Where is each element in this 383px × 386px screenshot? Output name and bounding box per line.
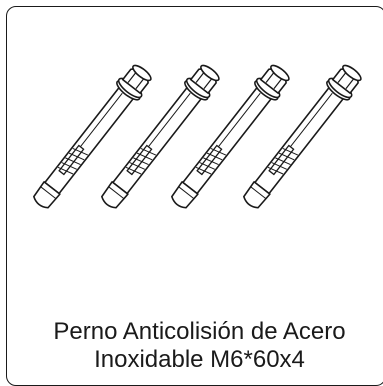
product-caption-line1: Perno Anticolisión de Acero [53,318,346,345]
bolt-1 [27,60,157,214]
bolt-2 [95,60,225,214]
product-caption-line2: Inoxidable M6*60x4 [94,346,305,373]
